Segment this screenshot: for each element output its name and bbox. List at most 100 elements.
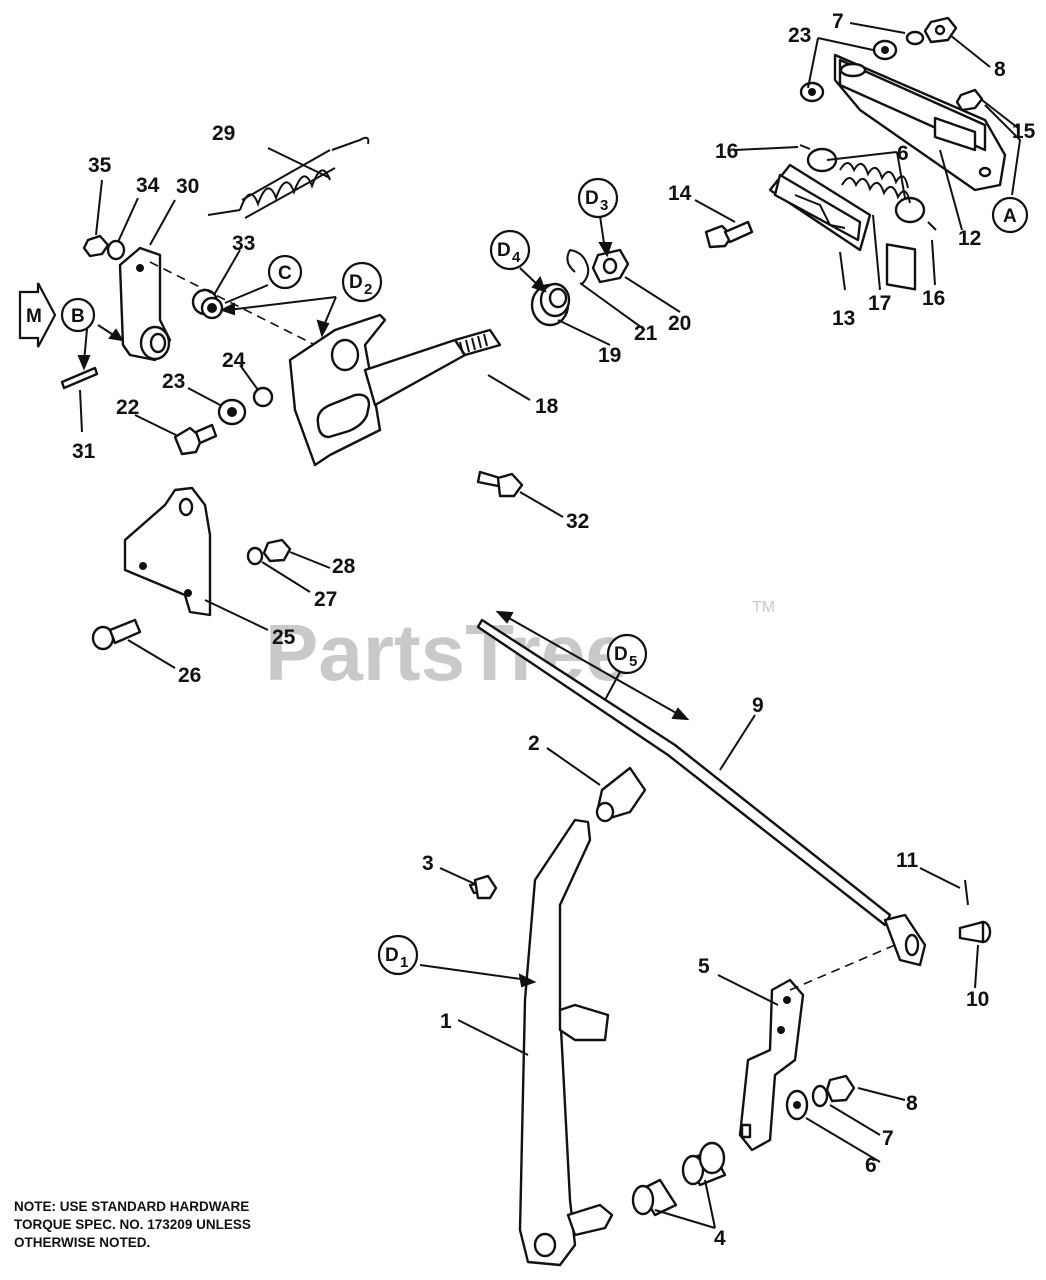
svg-text:3: 3: [600, 197, 608, 214]
label-7-top: 7: [832, 10, 844, 33]
part-16-pin-a: [799, 144, 811, 150]
part-34-lockwasher: [106, 239, 126, 261]
part-28-nut: [262, 538, 292, 563]
part-32-shoulder-bolt: [476, 470, 524, 498]
label-13: 13: [832, 307, 855, 330]
part-21-retaining-ring: [566, 248, 590, 285]
svg-text:D: D: [614, 644, 628, 665]
note-line-3: OTHERWISE NOTED.: [14, 1235, 151, 1250]
svg-text:M: M: [26, 306, 42, 327]
callout-d4: D 4: [489, 229, 531, 271]
svg-text:1: 1: [400, 954, 408, 971]
part-7-lockwasher-lower: [811, 1084, 829, 1108]
part-3-bolt: [468, 874, 498, 900]
part-27-lockwasher: [246, 546, 264, 566]
part-1-lever: [518, 818, 614, 1267]
part-29-spring: [207, 136, 370, 219]
part-number-labels: 7 23 8 15 16 6 14 12 13 17 16 20 21 19 2…: [72, 10, 1036, 1250]
label-20: 20: [668, 312, 691, 335]
label-32: 32: [566, 510, 589, 533]
label-29: 29: [212, 122, 235, 145]
label-22: 22: [116, 396, 139, 419]
label-14: 14: [668, 182, 692, 205]
part-6-washer-a: [806, 147, 838, 173]
part-35-nut: [82, 234, 110, 258]
callout-d2: D 2: [341, 261, 383, 303]
svg-text:D: D: [385, 945, 399, 966]
part-8-nut-lower: [825, 1074, 856, 1103]
part-14-bolt: [704, 220, 754, 249]
label-33: 33: [232, 232, 255, 255]
part-16-pin-b: [927, 221, 937, 231]
svg-text:D: D: [585, 188, 599, 209]
label-11: 11: [896, 849, 919, 872]
label-12: 12: [958, 227, 981, 250]
label-17: 17: [868, 292, 891, 315]
part-7-lockwasher-top: [905, 30, 925, 46]
label-28: 28: [332, 555, 356, 578]
label-2: 2: [528, 732, 540, 755]
label-25: 25: [272, 626, 296, 649]
note-line-1: NOTE: USE STANDARD HARDWARE: [14, 1199, 250, 1214]
label-8-lower: 8: [906, 1092, 918, 1115]
label-23-left: 23: [162, 370, 185, 393]
label-24: 24: [222, 349, 246, 372]
part-9-rod: [476, 618, 892, 927]
label-10: 10: [966, 988, 989, 1011]
label-6-top: 6: [897, 142, 909, 165]
callout-a: A: [991, 196, 1029, 234]
callout-d1: D 1: [377, 934, 419, 976]
label-34: 34: [136, 174, 160, 197]
label-8-top: 8: [994, 58, 1006, 81]
svg-text:2: 2: [364, 281, 372, 298]
label-19: 19: [598, 344, 621, 367]
part-2-grip: [595, 766, 647, 823]
part-33-bushing: [191, 288, 224, 320]
part-17-spring: [839, 162, 911, 204]
d5-travel-arrow: [499, 612, 686, 719]
callout-c: C: [267, 254, 303, 290]
part-13-plate: [768, 163, 872, 252]
callout-m-arrow: M: [18, 282, 57, 348]
watermark-trademark: TM: [752, 599, 775, 616]
part-30-arm: [118, 246, 172, 362]
torque-note: NOTE: USE STANDARD HARDWARE TORQUE SPEC.…: [14, 1198, 344, 1252]
part-10-clevis-pin: [958, 920, 992, 944]
part-4-bushings: [631, 1141, 727, 1217]
part-26-carriage-bolt: [91, 618, 142, 651]
leader-lines: [79, 22, 1019, 1229]
label-9: 9: [752, 694, 764, 717]
part-6-washer-b: [894, 196, 926, 224]
part-22-bolt: [173, 423, 218, 456]
part-5-link: [738, 978, 805, 1152]
label-27: 27: [314, 588, 337, 611]
label-21: 21: [634, 322, 658, 345]
callout-d3: D 3: [577, 177, 619, 219]
part-12-bracket: [833, 53, 1007, 291]
label-3: 3: [422, 852, 434, 875]
label-18: 18: [535, 395, 559, 418]
part-25-bracket: [123, 486, 212, 617]
part-15-nut: [955, 88, 984, 112]
label-16-right: 16: [922, 287, 945, 310]
label-16-top: 16: [715, 140, 738, 163]
part-11-cotter-pin: [964, 879, 969, 906]
label-23-top: 23: [788, 24, 811, 47]
label-5: 5: [698, 955, 710, 978]
svg-text:4: 4: [512, 249, 521, 266]
label-6-lower: 6: [865, 1154, 877, 1177]
centerline-b: [789, 944, 896, 991]
label-26: 26: [178, 664, 201, 687]
svg-text:B: B: [71, 306, 85, 327]
label-4: 4: [714, 1227, 726, 1250]
label-15: 15: [1012, 120, 1036, 143]
label-7-lower: 7: [882, 1127, 894, 1150]
svg-text:A: A: [1003, 206, 1017, 227]
callout-b: B: [60, 297, 96, 333]
part-24-washer: [252, 386, 274, 408]
note-line-2: TORQUE SPEC. NO. 173209 UNLESS: [14, 1217, 251, 1232]
label-35: 35: [88, 154, 112, 177]
svg-text:D: D: [349, 272, 363, 293]
